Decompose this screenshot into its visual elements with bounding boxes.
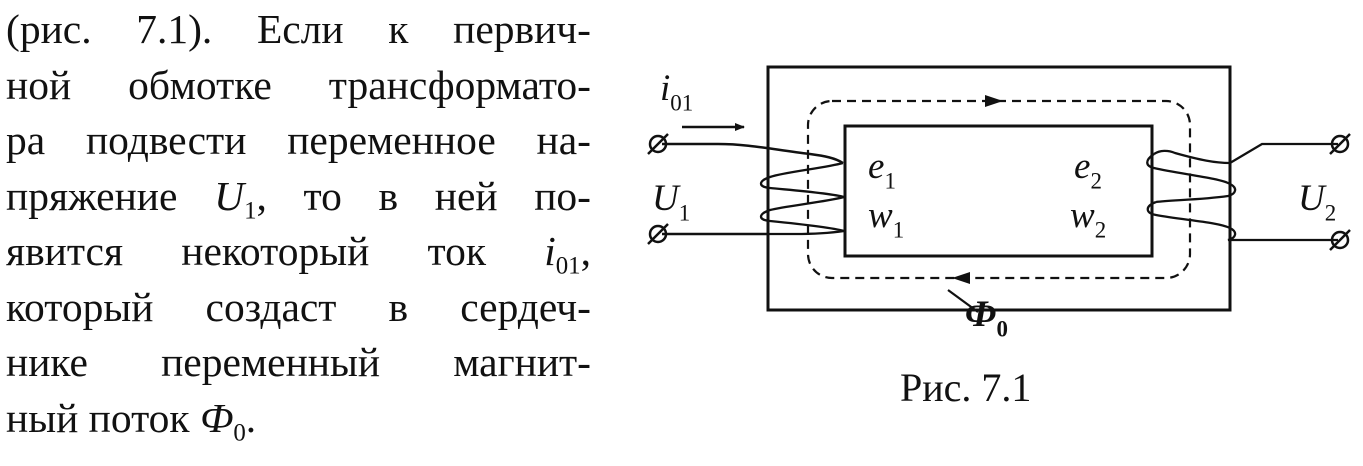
secondary-lead-top bbox=[1153, 142, 1338, 165]
text-run: явится некоторый ток bbox=[6, 228, 545, 274]
core-window bbox=[843, 124, 1154, 258]
voltage-symbol-u: U bbox=[214, 172, 245, 219]
flux-symbol-phi: Ф bbox=[199, 394, 234, 441]
label-turns-w1: w1 bbox=[868, 195, 905, 243]
primary-winding-end bbox=[768, 229, 845, 236]
paragraph-line: ра подвести переменное на- bbox=[6, 117, 591, 163]
text-run: ный поток bbox=[6, 394, 200, 441]
paragraph: (рис. 7.1). Если к первич- ной обмотке т… bbox=[6, 2, 591, 446]
terminal-slash bbox=[647, 133, 669, 155]
label-emf-e1: e1 bbox=[868, 146, 896, 194]
paragraph-line: пряжение U1, то в ней по- bbox=[6, 169, 591, 225]
transformer-diagram bbox=[647, 65, 1351, 313]
flux-arrow-left bbox=[952, 272, 970, 284]
label-current-i01: i01 bbox=[660, 68, 694, 116]
terminal-slash bbox=[1329, 133, 1351, 155]
terminal-icon bbox=[1330, 134, 1350, 154]
flux-pointer bbox=[947, 289, 979, 313]
subscript: 0 bbox=[233, 419, 246, 447]
terminal-slash bbox=[647, 223, 669, 245]
text-run: , bbox=[580, 228, 591, 274]
text-run: . bbox=[245, 394, 257, 441]
subscript: 1 bbox=[244, 197, 257, 225]
paragraph-line: ный поток Ф0. bbox=[6, 391, 591, 447]
transformer-figure: i01 U1 U2 e1 w1 e2 w2 Ф0 bbox=[630, 50, 1363, 360]
primary-winding-turn bbox=[759, 161, 845, 199]
flux-path bbox=[806, 99, 1192, 280]
text-run: , то в ней по- bbox=[256, 172, 591, 219]
primary-winding-turn bbox=[759, 195, 845, 233]
figure-caption: Рис. 7.1 bbox=[900, 365, 1032, 410]
terminal-icon bbox=[1330, 230, 1350, 250]
paragraph-line: ной обмотке трансформато- bbox=[6, 61, 591, 108]
paragraph-line: который создаст в сердеч- bbox=[6, 283, 591, 330]
terminal-slash bbox=[1329, 229, 1351, 251]
secondary-winding-turn bbox=[1146, 200, 1338, 242]
terminal-icon bbox=[648, 134, 668, 154]
label-emf-e2: e2 bbox=[1074, 146, 1102, 194]
label-voltage-u1: U1 bbox=[652, 178, 691, 226]
paragraph-line: (рис. 7.1). Если к первич- bbox=[6, 6, 591, 52]
flux-arrow-right bbox=[985, 95, 1003, 107]
label-turns-w2: w2 bbox=[1070, 195, 1107, 243]
subscript: 01 bbox=[555, 252, 581, 280]
paragraph-line: нике переменный магнит- bbox=[6, 339, 591, 385]
label-voltage-u2: U2 bbox=[1298, 178, 1337, 226]
primary-lead-top bbox=[662, 142, 844, 165]
current-symbol-i: i bbox=[544, 228, 556, 274]
secondary-winding-turn bbox=[1146, 153, 1237, 204]
label-flux-phi0: Ф0 bbox=[965, 294, 1008, 342]
terminal-icon bbox=[648, 224, 668, 244]
text-run: пряжение bbox=[6, 172, 215, 219]
paragraph-line: явится некоторый ток i01, bbox=[6, 224, 591, 280]
core-outer-edge bbox=[766, 65, 1232, 312]
